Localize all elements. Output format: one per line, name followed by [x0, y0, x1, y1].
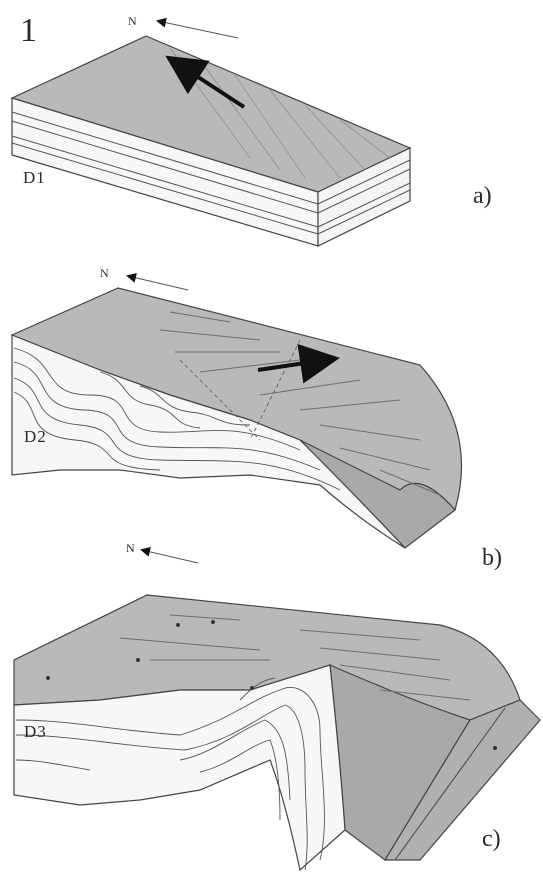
figure-number: 1 [20, 12, 37, 50]
panel-c-north-arrow [142, 550, 198, 563]
panel-b-letter: b) [482, 545, 502, 572]
panel-b-stage-label: D2 [24, 427, 47, 447]
panel-c-letter: c) [482, 826, 501, 853]
panel-b-north-label: N [100, 266, 109, 281]
panel-a-letter: a) [473, 183, 492, 210]
panel-c-block [14, 550, 540, 870]
panel-a-north-arrow [158, 21, 238, 38]
panel-c-north-label: N [126, 541, 135, 556]
panel-a-block [12, 21, 410, 246]
panel-a-stage-label: D1 [23, 168, 46, 188]
panel-b-north-arrow [128, 276, 188, 290]
panel-b-block [12, 276, 462, 548]
panel-c-stage-label: D3 [24, 722, 47, 742]
panel-a-north-label: N [128, 14, 137, 29]
